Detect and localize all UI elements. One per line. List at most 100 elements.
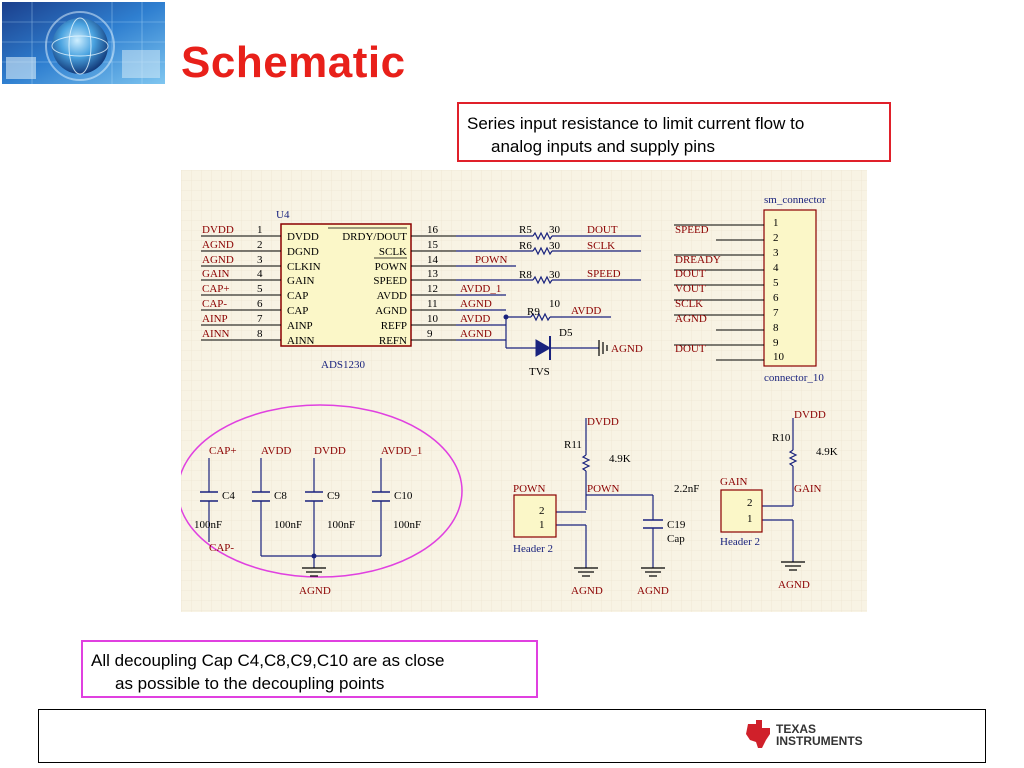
ti-logo-line2: Instruments <box>776 734 863 748</box>
net-label: SCLK <box>587 240 615 252</box>
pin-name: REFN <box>379 335 407 347</box>
header-pin: 1 <box>539 519 545 531</box>
net-label: CAP+ <box>209 445 237 457</box>
net-label: DVDD <box>794 409 826 421</box>
ic-part: ADS1230 <box>321 359 366 371</box>
pin-number: 2 <box>257 239 263 251</box>
pin-number: 5 <box>257 283 263 295</box>
ti-logo-line1: Texas <box>776 722 817 736</box>
pin-number: 12 <box>427 283 438 295</box>
net-label: POWN <box>587 483 619 495</box>
cap-value: 100nF <box>393 519 421 531</box>
net-label: AGND <box>299 585 331 597</box>
cap-value: 100nF <box>194 519 222 531</box>
diode-ref: D5 <box>559 327 573 339</box>
resistor-value: 4.9K <box>816 446 838 458</box>
net-label: AVDD <box>261 445 291 457</box>
series-resistors: R5 30 R6 30 R8 30 DOUT SCLK SPEED <box>456 224 641 285</box>
pin-number: 10 <box>427 313 439 325</box>
net-label: GAIN <box>794 483 822 495</box>
resistor-ref: R9 <box>527 306 540 318</box>
connector-pin: 8 <box>773 322 779 334</box>
header-pin: 2 <box>747 497 753 509</box>
resistor-value: 30 <box>549 224 561 236</box>
cap-ref: C10 <box>394 490 413 502</box>
tvs-protection: R9 10 AVDD D5 TVS AGND <box>503 298 643 378</box>
pin-number: 16 <box>427 224 439 236</box>
sm-connector: sm_connector connector_10 1 2 3 4 5 6 7 … <box>674 194 826 384</box>
header-name: Header 2 <box>720 536 760 548</box>
cap-value: 2.2nF <box>674 483 699 495</box>
cap-value: 100nF <box>274 519 302 531</box>
pin-name: DRDY/DOUT <box>342 231 407 243</box>
pin-number: 7 <box>257 313 263 325</box>
net-label: AGND <box>202 239 234 251</box>
connector-title: sm_connector <box>764 194 826 206</box>
header-pin: 1 <box>747 513 753 525</box>
connector-pin: 5 <box>773 277 779 289</box>
connector-pin: 9 <box>773 337 779 349</box>
net-label: AGND <box>571 585 603 597</box>
connector-pin: 2 <box>773 232 779 244</box>
connector-pin: 3 <box>773 247 779 259</box>
net-label: DVDD <box>587 416 619 428</box>
resistor-ref: R8 <box>519 269 532 281</box>
net-label: AGND <box>637 585 669 597</box>
resistor-value: 30 <box>549 269 561 281</box>
net-label: AGND <box>460 328 492 340</box>
pin-number: 9 <box>427 328 433 340</box>
cap-value: 100nF <box>327 519 355 531</box>
net-label: AGND <box>611 343 643 355</box>
net-label: CAP- <box>202 298 227 310</box>
resistor-ref: R6 <box>519 240 532 252</box>
ti-map-icon <box>746 720 770 748</box>
ic-left-pins: DVDD AGND AGND GAIN CAP+ CAP- AINP AINN … <box>201 224 321 347</box>
pin-number: 14 <box>427 254 439 266</box>
pin-name: CAP <box>287 290 308 302</box>
pin-name: POWN <box>375 261 407 273</box>
net-label: AGND <box>675 313 707 325</box>
callout-top-line1: Series input resistance to limit current… <box>467 114 805 133</box>
pin-name: REFP <box>381 320 407 332</box>
cap-ref: C4 <box>222 490 235 502</box>
pown-pullup-circuit: DVDD POWN POWN AGND AGND R11 4.9K 2.2nF … <box>513 416 699 597</box>
schematic-diagram: U4 ADS1230 DVDD AGND AGND GAIN CAP+ CAP-… <box>177 170 867 612</box>
net-label: AVDD_1 <box>381 445 422 457</box>
resistor-ref: R11 <box>564 439 582 451</box>
net-label: DOUT <box>675 268 706 280</box>
net-label: AVDD <box>460 313 490 325</box>
resistor-ref: R10 <box>772 432 791 444</box>
cap-ref: C8 <box>274 490 287 502</box>
net-label: CAP- <box>209 542 234 554</box>
net-label: SPEED <box>587 268 621 280</box>
pin-number: 15 <box>427 239 439 251</box>
callout-bottom-line1: All decoupling Cap C4,C8,C9,C10 are as c… <box>91 651 445 670</box>
ic-u4: U4 ADS1230 <box>276 209 412 371</box>
pin-number: 8 <box>257 328 263 340</box>
connector-pin: 1 <box>773 217 779 229</box>
pin-name: CLKIN <box>287 261 321 273</box>
resistor-value: 30 <box>549 240 561 252</box>
net-label: AGND <box>778 579 810 591</box>
pin-number: 4 <box>257 268 263 280</box>
net-label: DVDD <box>314 445 346 457</box>
pin-name: CAP <box>287 305 308 317</box>
header-name: Header 2 <box>513 543 553 555</box>
pin-name: AINP <box>287 320 313 332</box>
net-label: SCLK <box>675 298 703 310</box>
net-label: DREADY <box>675 254 721 266</box>
pin-number: 11 <box>427 298 438 310</box>
net-label: GAIN <box>202 268 230 280</box>
logo-image <box>2 2 165 84</box>
callout-series-resistance: Series input resistance to limit current… <box>457 102 891 162</box>
pin-number: 6 <box>257 298 263 310</box>
callout-top-line2: analog inputs and supply pins <box>491 137 715 156</box>
pin-name: AVDD <box>377 290 407 302</box>
net-label: CAP+ <box>202 283 230 295</box>
pin-number: 3 <box>257 254 263 266</box>
pin-number: 1 <box>257 224 263 236</box>
net-label: AVDD <box>571 305 601 317</box>
net-label: DOUT <box>675 343 706 355</box>
net-label: AINP <box>202 313 228 325</box>
cap-ref: C9 <box>327 490 340 502</box>
